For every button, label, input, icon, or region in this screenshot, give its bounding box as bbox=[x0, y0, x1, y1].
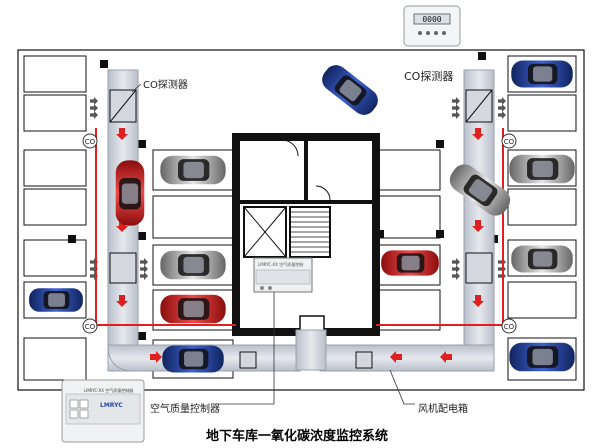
car-blue-bottom-center bbox=[162, 345, 224, 373]
duct-dampers bbox=[109, 89, 493, 369]
label-leader-lines bbox=[131, 83, 415, 405]
central-core bbox=[232, 133, 380, 336]
center-air-quality-device bbox=[253, 257, 313, 293]
car-gray-right-2 bbox=[511, 245, 573, 273]
center-right-stalls bbox=[377, 149, 441, 331]
co-detector-device: 0000 bbox=[403, 5, 461, 47]
co-sensor-1: CO bbox=[82, 133, 98, 149]
fan-control-box-label: 风机配电箱 bbox=[418, 404, 468, 415]
right-parking-stalls bbox=[507, 55, 577, 381]
svg-text:CO: CO bbox=[85, 138, 96, 146]
svg-text:CO: CO bbox=[504, 323, 515, 331]
car-gray-2 bbox=[160, 250, 226, 280]
car-blue-bottom-right bbox=[509, 342, 575, 372]
air-quality-controller-label: 空气质量控制器 bbox=[150, 404, 220, 415]
car-blue-top-right bbox=[511, 60, 573, 88]
air-quality-controller-device bbox=[61, 379, 145, 443]
co-sensor-3: CO bbox=[501, 133, 517, 149]
car-red-right bbox=[381, 250, 439, 276]
svg-text:CO: CO bbox=[504, 138, 515, 146]
car-gray-right-1 bbox=[509, 154, 575, 184]
co-sensor-wiring bbox=[95, 128, 504, 326]
svg-text:CO: CO bbox=[85, 323, 96, 331]
co-detector-label-right: CO探测器 bbox=[404, 70, 454, 83]
left-parking-stalls bbox=[23, 55, 87, 381]
intake-arrows bbox=[90, 97, 506, 280]
controller-model-text: LMRYC-XX 空气质量控制器 bbox=[84, 388, 134, 393]
car-gray-1 bbox=[160, 155, 226, 185]
co-sensor-2: CO bbox=[82, 318, 98, 334]
co-detector-label-left: CO探测器 bbox=[143, 80, 188, 91]
svg-text:0000: 0000 bbox=[422, 15, 441, 24]
controller-brand-text: LMRYC bbox=[100, 402, 123, 409]
co-sensor-4: CO bbox=[501, 318, 517, 334]
car-red-vertical bbox=[115, 160, 145, 226]
garage-boundary bbox=[17, 49, 585, 391]
center-device-text: LMRYC-XX 空气质量控制 bbox=[258, 262, 304, 267]
car-red-center bbox=[160, 294, 226, 324]
car-blue-angled bbox=[317, 60, 383, 120]
diagram-title: 地下车库一氧化碳浓度监控系统 bbox=[206, 429, 389, 444]
car-blue-left bbox=[29, 288, 83, 312]
